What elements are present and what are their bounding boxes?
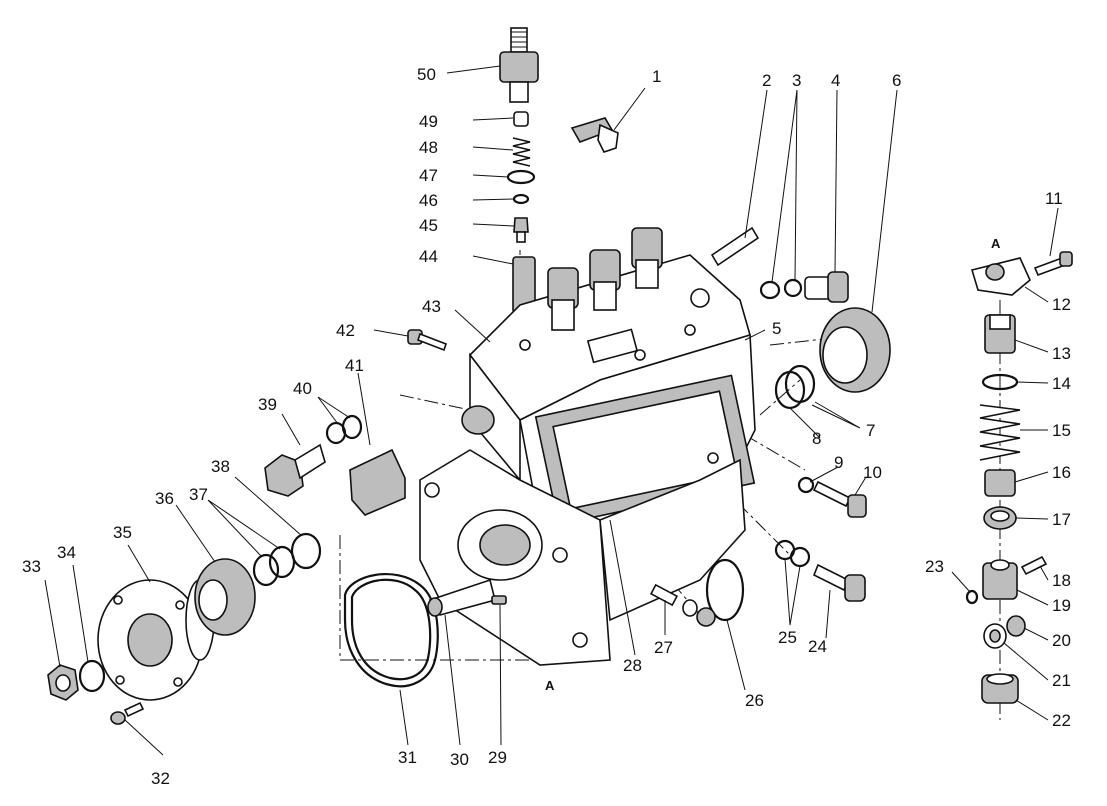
part-27-stud-nut — [649, 583, 716, 627]
callout-1: 1 — [652, 67, 661, 86]
callout-25: 25 — [778, 628, 797, 647]
part-24-bolt — [812, 563, 866, 602]
part-6-gear — [819, 307, 891, 393]
reference-mark-a-detail: A — [991, 236, 1001, 251]
part-48-spring — [512, 137, 531, 167]
part-38-ring — [290, 532, 322, 570]
part-29-key — [491, 595, 507, 605]
part-39-bolt — [264, 443, 326, 497]
callout-43: 43 — [422, 297, 441, 316]
callout-38: 38 — [211, 457, 230, 476]
callout-47: 47 — [419, 166, 438, 185]
part-19-body — [982, 559, 1018, 600]
part-15-spring — [979, 404, 1021, 461]
callout-23: 23 — [925, 557, 944, 576]
callout-18: 18 — [1052, 571, 1071, 590]
part-1-lever — [570, 117, 619, 153]
callout-28: 28 — [623, 656, 642, 675]
part-17-ring — [983, 506, 1017, 530]
part-34-washer — [78, 659, 106, 693]
part-37-rings — [252, 545, 296, 587]
part-21-bush — [983, 623, 1007, 649]
part-41-plug — [349, 448, 406, 516]
part-26-o-ring — [705, 558, 745, 622]
part-4-banjo-bolt — [804, 271, 849, 303]
part-18-pin — [1020, 555, 1048, 576]
part-46-washer — [512, 193, 530, 205]
callout-16: 16 — [1052, 463, 1071, 482]
callout-36: 36 — [155, 489, 174, 508]
part-9-washer — [797, 476, 815, 494]
part-3-washers — [759, 278, 803, 300]
callout-14: 14 — [1052, 374, 1071, 393]
part-35-flange — [97, 579, 215, 701]
callout-32: 32 — [151, 769, 170, 788]
callout-37: 37 — [189, 485, 208, 504]
callout-8: 8 — [812, 429, 821, 448]
callout-17: 17 — [1052, 510, 1071, 529]
callout-20: 20 — [1052, 631, 1071, 650]
callout-21: 21 — [1052, 671, 1071, 690]
callout-46: 46 — [419, 191, 438, 210]
leader-lines — [44, 65, 1059, 756]
callout-49: 49 — [419, 112, 438, 131]
callout-29: 29 — [488, 748, 507, 767]
callout-19: 19 — [1052, 596, 1071, 615]
callout-45: 45 — [419, 216, 438, 235]
callout-39: 39 — [258, 395, 277, 414]
part-16-seat — [984, 469, 1016, 497]
callout-31: 31 — [398, 748, 417, 767]
reference-mark-a-body: A — [545, 678, 555, 693]
part-50-fitting — [499, 27, 539, 103]
callout-27: 27 — [654, 638, 673, 657]
callout-30: 30 — [450, 750, 469, 769]
callout-labels: 50 49 48 47 46 45 44 1 2 3 4 6 11 12 13 … — [22, 65, 1071, 788]
callout-24: 24 — [808, 637, 827, 656]
part-13-sleeve — [984, 314, 1016, 354]
callout-7: 7 — [866, 421, 875, 440]
callout-44: 44 — [419, 247, 438, 266]
callout-9: 9 — [834, 453, 843, 472]
callout-5: 5 — [772, 319, 781, 338]
callout-35: 35 — [113, 523, 132, 542]
callout-15: 15 — [1052, 421, 1071, 440]
callout-4: 4 — [831, 71, 840, 90]
part-10-bolt — [812, 480, 867, 518]
callout-10: 10 — [863, 463, 882, 482]
callout-3: 3 — [792, 71, 801, 90]
callout-41: 41 — [345, 356, 364, 375]
callout-26: 26 — [745, 691, 764, 710]
part-2-shaft — [710, 226, 760, 267]
callout-13: 13 — [1052, 344, 1071, 363]
pump-housing — [419, 227, 756, 666]
part-42-screw — [407, 329, 448, 352]
callout-11: 11 — [1045, 189, 1063, 208]
part-20-bush — [1006, 615, 1026, 637]
callout-42: 42 — [336, 321, 355, 340]
part-36-gear — [194, 558, 256, 636]
part-12-clamp — [970, 257, 1031, 296]
callout-12: 12 — [1052, 295, 1071, 314]
part-40-washers — [325, 414, 363, 445]
part-45-valve — [513, 217, 529, 243]
callout-40: 40 — [293, 379, 312, 398]
callout-48: 48 — [419, 138, 438, 157]
part-47-o-ring — [506, 169, 536, 185]
callout-2: 2 — [762, 71, 771, 90]
part-32-screw — [110, 701, 145, 725]
part-25-washers — [774, 539, 811, 568]
callout-6: 6 — [892, 71, 901, 90]
callout-22: 22 — [1052, 711, 1071, 730]
part-33-nut — [47, 664, 79, 701]
part-23-clip — [965, 589, 979, 605]
callout-34: 34 — [57, 543, 76, 562]
callout-50: 50 — [417, 65, 436, 84]
part-31-gasket — [343, 573, 439, 688]
part-11-screw — [1033, 251, 1073, 277]
callout-33: 33 — [22, 557, 41, 576]
part-7-8-rings — [774, 364, 816, 410]
part-49-valve-cap — [513, 111, 529, 127]
part-22-cap — [981, 673, 1019, 704]
